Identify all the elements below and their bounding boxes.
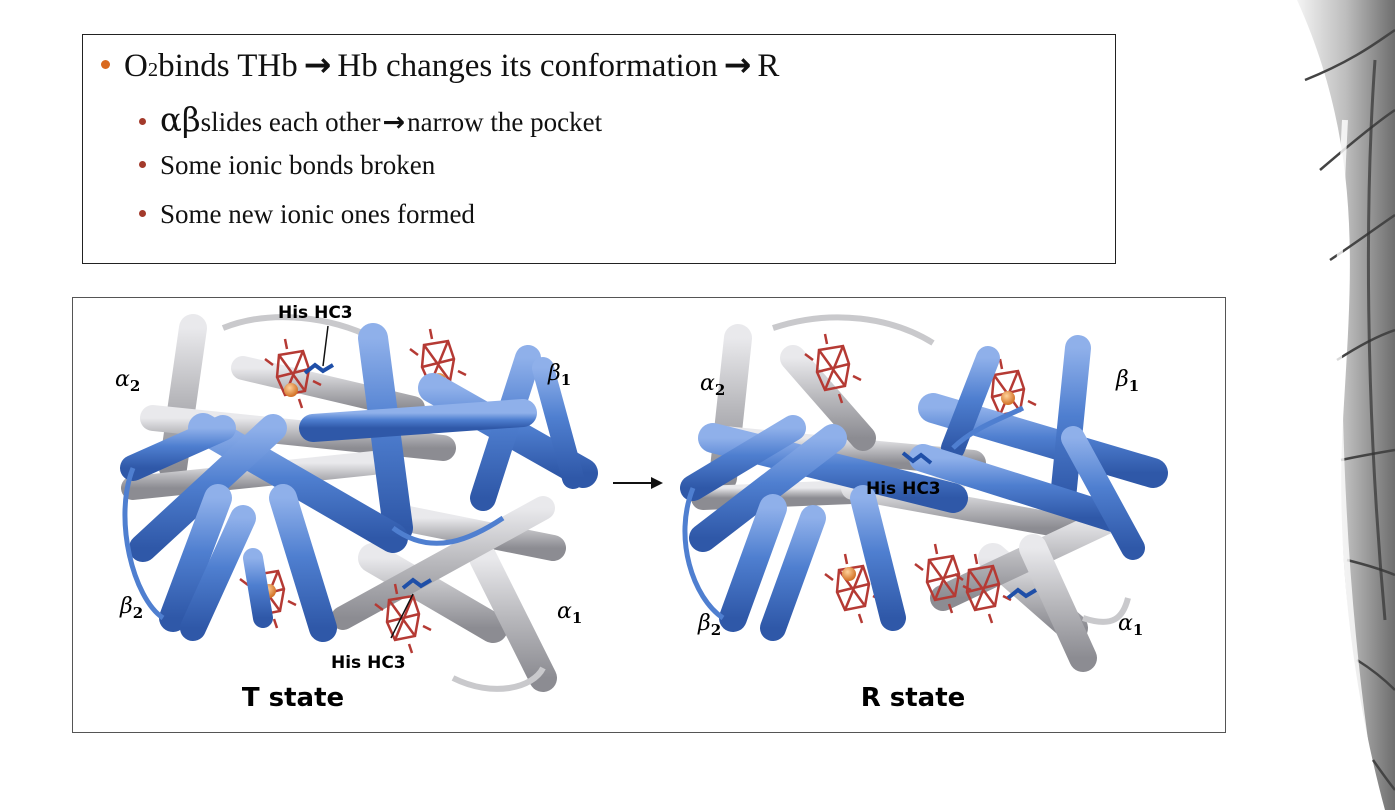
t-state-labels: His HC3 His HC3 α2 β1 β2 α1 T state <box>115 303 582 713</box>
r-state-beta1-label: β1 <box>1115 367 1139 395</box>
main-bullet-r: R <box>757 48 780 84</box>
sub-bullet-text: Some new ionic ones formed <box>160 199 475 229</box>
r-state-title: R state <box>861 683 966 713</box>
main-bullet-o: O <box>124 48 148 84</box>
r-state-blue-helices <box>680 335 1168 641</box>
t-state-blue-helices <box>120 323 598 642</box>
arrow-icon: → <box>382 107 406 138</box>
transition-arrow-icon <box>613 477 663 489</box>
t-state-title: T state <box>242 683 344 713</box>
sub-bullet-after: narrow the pocket <box>407 107 603 137</box>
t-state-beta2-label: β2 <box>119 594 143 622</box>
sub-bullet-text: Some ionic bonds broken <box>160 150 436 180</box>
bullet-dot <box>139 161 146 168</box>
t-state-alpha1-label: α1 <box>557 599 582 627</box>
main-bullet-binds: binds THb <box>158 48 298 84</box>
hemoglobin-illustration: His HC3 His HC3 α2 β1 β2 α1 T state His … <box>115 303 1168 713</box>
bullet-dot <box>139 210 146 217</box>
main-bullet-subscript: 2 <box>147 59 159 81</box>
sub-bullet-3: Some new ionic ones formed <box>139 199 475 230</box>
sub-bullet-2: Some ionic bonds broken <box>139 150 435 181</box>
decorative-swirl-graphic <box>1297 0 1395 810</box>
r-state-beta2-label: β2 <box>697 611 721 639</box>
r-state-his-label: His HC3 <box>866 479 941 499</box>
arrow-icon: → <box>723 45 752 84</box>
sub-bullet-1: αβ slides each other→narrow the pocket <box>139 101 602 139</box>
r-state-labels: His HC3 α2 β1 β2 α1 R state <box>697 367 1143 713</box>
t-state-his-bottom-label: His HC3 <box>331 653 406 673</box>
t-state-structure <box>120 314 598 692</box>
r-state-structure <box>680 314 1168 672</box>
r-state-alpha2-label: α2 <box>700 371 725 399</box>
bullet-dot <box>139 118 146 125</box>
bullet-dot <box>101 60 110 69</box>
sub-bullet-text: slides each other <box>200 107 381 137</box>
main-bullet-conformation: Hb changes its conformation <box>337 48 718 84</box>
t-state-beta1-label: β1 <box>547 361 571 389</box>
sub-bullet-greek: αβ <box>160 101 201 139</box>
r-state-alpha1-label: α1 <box>1118 611 1143 639</box>
hemoglobin-figure: His HC3 His HC3 α2 β1 β2 α1 T state His … <box>72 297 1226 733</box>
t-state-alpha2-label: α2 <box>115 367 140 395</box>
t-state-his-top-label: His HC3 <box>278 303 353 323</box>
r-state-heme-groups <box>803 332 1038 625</box>
arrow-icon: → <box>303 45 332 84</box>
